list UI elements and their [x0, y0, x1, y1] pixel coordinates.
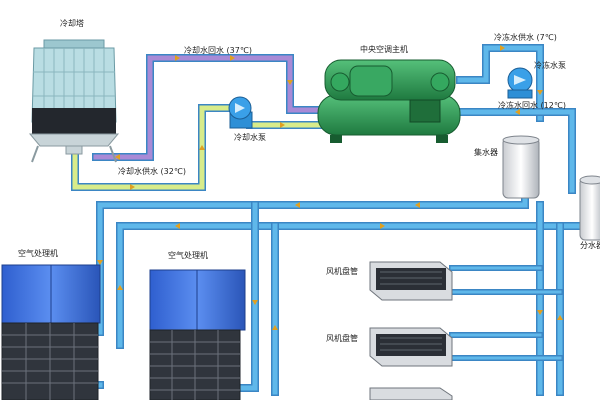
- collector-label: 集水器: [474, 148, 498, 157]
- pump-icon: [507, 67, 533, 99]
- tank-icon: [502, 135, 540, 199]
- cooling-water-return-pipe: [92, 54, 322, 161]
- air-handler-icon: [1, 264, 101, 400]
- chilled-water-supply-label: 冷冻水供水 (7℃): [494, 33, 557, 42]
- cooling-water-return-label: 冷却水回水 (37℃): [184, 46, 252, 55]
- pipe-network: [56, 44, 584, 396]
- chiller-icon: [317, 59, 461, 143]
- fan-coil-icon: [369, 387, 453, 400]
- cooling-tower-label: 冷却塔: [60, 19, 84, 28]
- chilled-water-return-label: 冷冻水回水 (12℃): [498, 101, 566, 110]
- fan-coil-label-1: 风机盘管: [326, 267, 358, 276]
- air-handler-label-2: 空气处理机: [168, 251, 208, 260]
- pump-icon: [228, 96, 253, 129]
- fan-coil-icon: [369, 261, 453, 301]
- fan-coil-label-2: 风机盘管: [326, 334, 358, 343]
- chiller-label: 中央空调主机: [360, 45, 408, 54]
- cooling-water-supply-label: 冷却水供水 (32℃): [118, 167, 186, 176]
- air-handler-label-1: 空气处理机: [18, 249, 58, 258]
- cooling-tower-icon: [28, 39, 120, 163]
- air-handler-icon: [149, 269, 246, 400]
- chilled-water-pipes: [56, 44, 584, 396]
- fan-coil-icon: [369, 327, 453, 367]
- flow-arrows: [97, 45, 563, 330]
- chilled-water-pump-label: 冷冻水泵: [534, 61, 566, 70]
- distributor-label: 分水器: [580, 241, 600, 250]
- tank-icon: [579, 175, 600, 241]
- cooling-water-pump-label: 冷却水泵: [234, 133, 266, 142]
